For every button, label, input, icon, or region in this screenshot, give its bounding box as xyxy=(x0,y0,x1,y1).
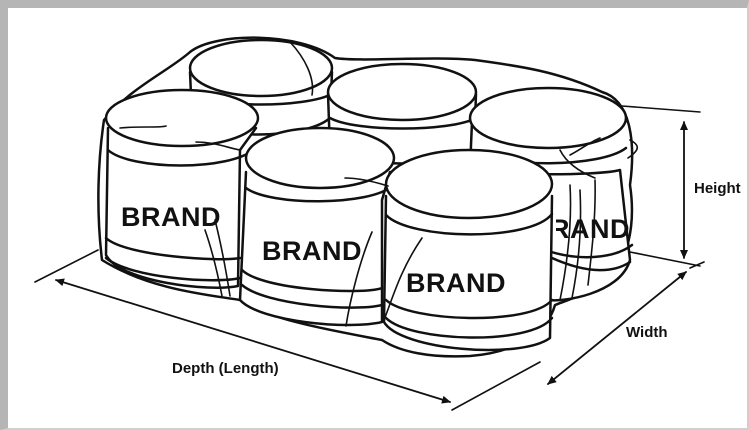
width-arrow xyxy=(547,271,687,385)
jar-front-middle xyxy=(238,126,396,327)
depth-label: Depth (Length) xyxy=(172,360,279,377)
depth-arrow xyxy=(55,278,451,404)
width-label: Width xyxy=(626,324,668,341)
brand-label-middle: BRAND xyxy=(262,236,362,266)
jar-front-left xyxy=(104,88,260,289)
height-label: Height xyxy=(694,180,741,197)
dimension-lines xyxy=(34,105,705,411)
brand-label-back-right: BRAND xyxy=(530,214,630,244)
jar-front-right xyxy=(382,148,554,352)
brand-label-left: BRAND xyxy=(121,202,221,232)
brand-label-front: BRAND xyxy=(406,268,506,298)
